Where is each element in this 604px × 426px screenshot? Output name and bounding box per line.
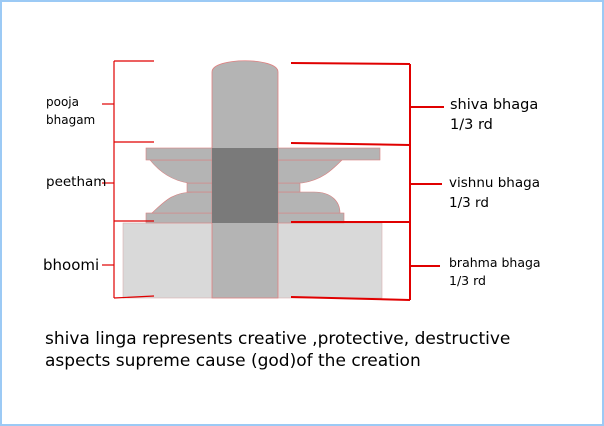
label-shiva-bhaga: shiva bhaga [450, 97, 539, 113]
linga-shaft-embedded [212, 148, 278, 223]
label-pooja: pooja [46, 95, 79, 109]
label-bhoomi: bhoomi [43, 256, 100, 274]
label-peetham: peetham [46, 174, 107, 190]
label-vishnu-fraction: 1/3 rd [449, 195, 489, 211]
label-shiva-fraction: 1/3 rd [450, 117, 493, 133]
label-brahma-bhaga: brahma bhaga [449, 255, 541, 270]
caption-line-1: shiva linga represents creative ,protect… [45, 329, 511, 349]
right-bracket [290, 62, 444, 301]
label-brahma-fraction: 1/3 rd [449, 273, 486, 288]
label-vishnu-bhaga: vishnu bhaga [449, 175, 540, 191]
label-bhagam: bhagam [46, 113, 96, 127]
caption-line-2: aspects supreme cause (god)of the creati… [45, 351, 421, 371]
left-bracket [102, 60, 155, 299]
